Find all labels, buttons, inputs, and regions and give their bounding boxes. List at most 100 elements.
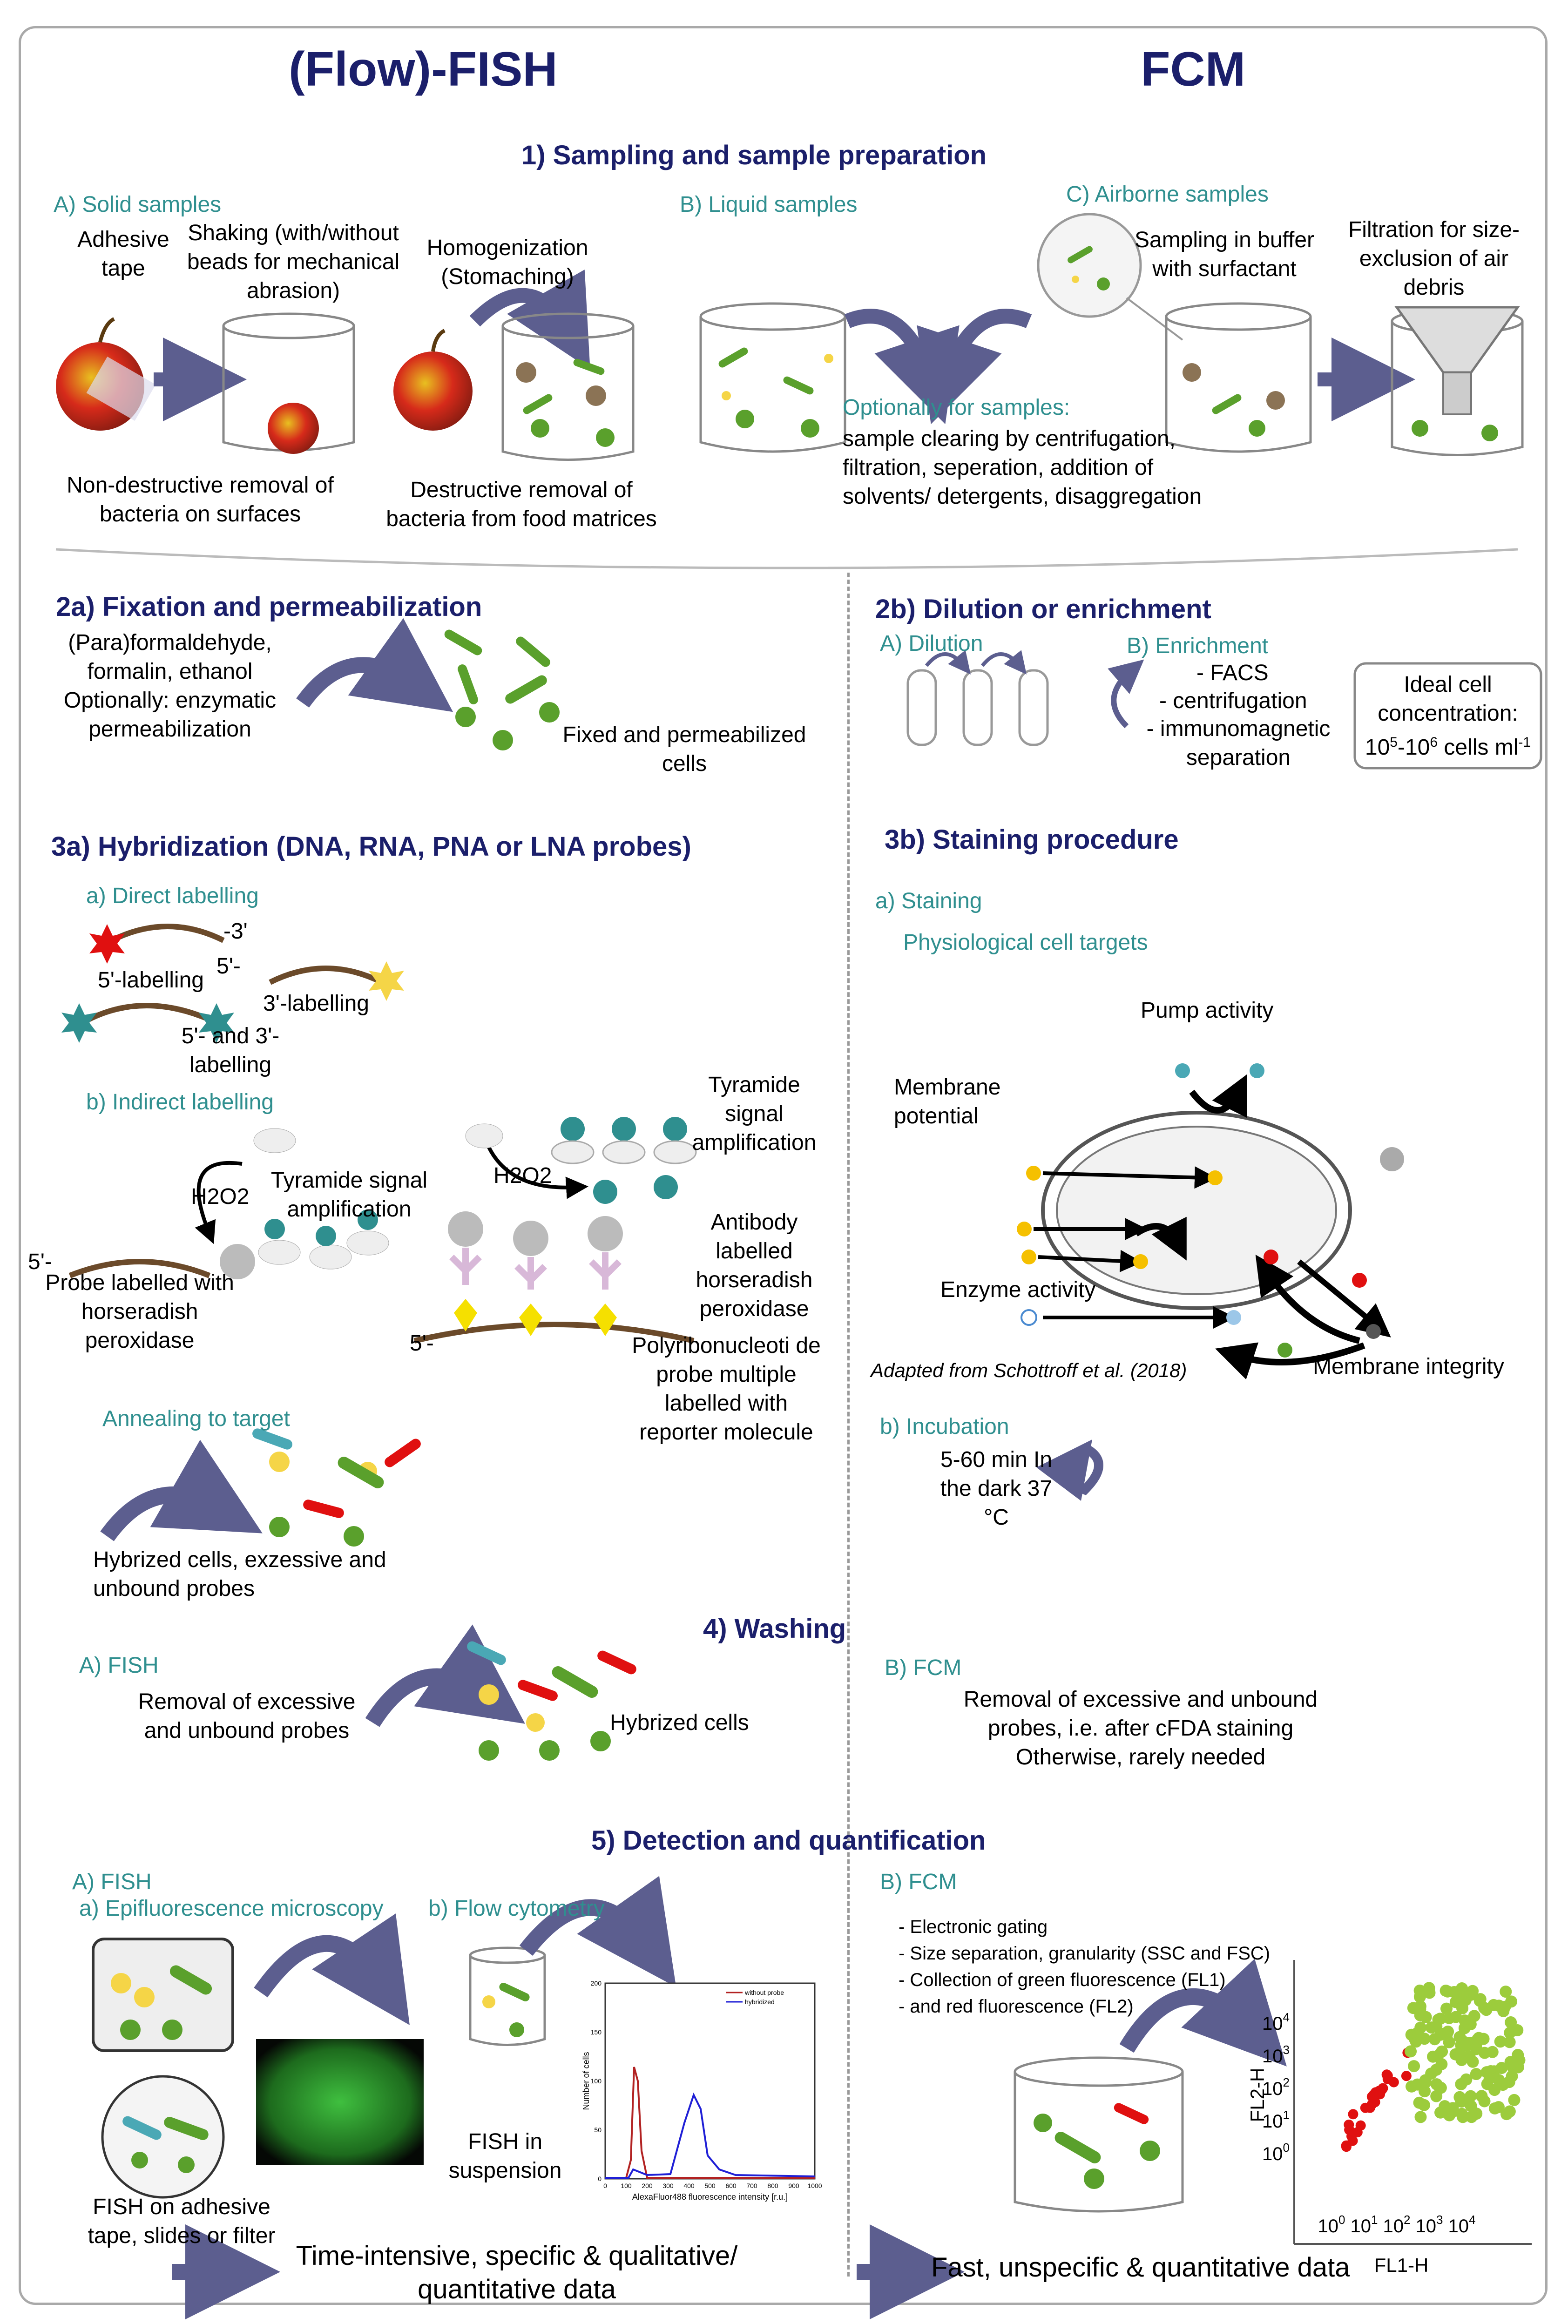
scatter-point-green <box>1408 2060 1420 2073</box>
airborne-samples-label: C) Airborne samples <box>1066 182 1269 207</box>
hybrized-cells-label-2: Hybrized cells <box>610 1710 749 1735</box>
scatter-point-green <box>1414 2000 1426 2013</box>
fcm-item-4: - and red fluorescence (FL2) <box>899 1996 1134 2017</box>
washing-fish-label: A) FISH <box>79 1653 159 1678</box>
histogram-xtick: 0 <box>603 2182 607 2189</box>
scatter-point-red <box>1348 2109 1358 2120</box>
column-divider <box>847 573 850 2277</box>
histogram-xtick: 500 <box>704 2182 716 2189</box>
homogenization-label: Homogenization (Stomaching) <box>426 236 588 289</box>
section1-separator <box>55 548 1518 569</box>
section1-title: 1) Sampling and sample preparation <box>521 140 987 170</box>
scatter-point-red <box>1360 2102 1371 2113</box>
beaker-icon <box>501 312 635 461</box>
bacteria-cluster <box>444 629 560 750</box>
washing-arrow <box>365 1624 525 1727</box>
section4-title: 4) Washing <box>703 1614 846 1644</box>
fixed-cells-label: Fixed and permeabilized cells <box>562 723 806 776</box>
scatter-point-green <box>1468 2010 1480 2022</box>
scatter-point-green <box>1512 2061 1524 2074</box>
scatter-point-green <box>1419 2074 1432 2087</box>
histogram-xtick: 100 <box>621 2182 632 2189</box>
scatter-point-green <box>1497 2005 1510 2017</box>
scatter-point-green <box>1443 2109 1456 2121</box>
scatter-point-green <box>1418 2099 1430 2111</box>
epifluorescence-label: a) Epifluorescence microscopy <box>79 1896 384 1921</box>
scatter-point-green <box>1413 1991 1426 2003</box>
enrich-facs: - FACS <box>1196 661 1269 685</box>
adhesive-tape-icon <box>101 2075 225 2199</box>
direct-labelling-label: a) Direct labelling <box>86 884 259 908</box>
hybrized-cells-label: Hybrized cells, exzessive and unbound pr… <box>93 1547 386 1601</box>
histogram-ytick: 150 <box>591 2028 602 2036</box>
scatter-point-green <box>1494 2035 1507 2048</box>
legend-hybridized: hybridized <box>745 1998 775 2006</box>
enzyme-activity-label: Enzyme activity <box>940 1277 1096 1302</box>
outer-frame <box>19 26 1548 2305</box>
section3a-title: 3a) Hybridization (DNA, RNA, PNA or LNA … <box>51 831 691 862</box>
incubation-icon <box>1036 1439 1103 1501</box>
scatter-point-red <box>1388 2077 1399 2088</box>
scatter-ytick: 100 <box>1262 2141 1290 2164</box>
scatter-point-green <box>1460 2073 1473 2086</box>
histogram-series-hybridized <box>605 2092 815 2179</box>
section2a-title: 2a) Fixation and permeabilization <box>56 592 482 622</box>
scatter-point-green <box>1500 1986 1512 1998</box>
detection-fish-label: A) FISH <box>72 1870 152 1894</box>
airborne-magnifier-icon <box>1037 213 1183 341</box>
histogram-xtick: 1000 <box>807 2182 822 2189</box>
fixation-reagents: (Para)formaldehyde, formalin, ethanol Op… <box>63 630 277 742</box>
histogram-xtick: 200 <box>642 2182 653 2189</box>
tyramide-label-1: Tyramide signal amplification <box>270 1168 428 1222</box>
enrich-centrifugation: - centrifugation <box>1159 689 1307 713</box>
fcm-item-2: - Size separation, granularity (SSC and … <box>899 1943 1271 1964</box>
suspension-tube-icon <box>469 1946 546 2046</box>
nondestructive-label: Non-destructive removal of bacteria on s… <box>67 473 334 527</box>
legend-without: without probe <box>744 1989 784 1996</box>
apple-icon <box>56 317 156 431</box>
scatter-point-green <box>1443 2036 1455 2048</box>
membrane-potential-label: Membrane potential <box>894 1075 1001 1128</box>
buffer-label: Sampling in buffer with surfactant <box>1134 228 1314 281</box>
destructive-label: Destructive removal of bacteria from foo… <box>386 478 657 531</box>
apple-icon <box>393 329 473 431</box>
both-labelling: 5'- and 3'- labelling <box>181 1024 280 1077</box>
microscopy-image <box>256 2039 424 2165</box>
fcm-item-1: - Electronic gating <box>899 1917 1048 1937</box>
washing-fcm-label: B) FCM <box>885 1655 962 1680</box>
histogram-ytick: 200 <box>591 1979 602 1987</box>
histogram-xtick: 800 <box>767 2182 778 2189</box>
scatter-point-green <box>1470 2068 1482 2081</box>
right-summary: Fast, unspecific & quantitative data <box>931 2252 1350 2283</box>
section3b-title: 3b) Staining procedure <box>885 824 1179 855</box>
scatter-xtick: 103 <box>1416 2213 1443 2236</box>
scatter-xtick: 101 <box>1351 2213 1378 2236</box>
histogram-xtick: 700 <box>746 2182 757 2189</box>
scatter-point-red <box>1341 2142 1352 2152</box>
scatter-point-red <box>1401 2071 1412 2081</box>
beaker-icon <box>222 312 355 454</box>
scatter-point-green <box>1495 2061 1508 2074</box>
washed-cells-cluster <box>467 1641 636 1761</box>
left-header: (Flow)-FISH <box>289 42 558 96</box>
liquid-samples-label: B) Liquid samples <box>680 192 858 217</box>
scatter-point-green <box>1442 2025 1454 2038</box>
fish-adhesive-label: FISH on adhesive tape, slides or filter <box>88 2195 276 2248</box>
targets-label: Physiological cell targets <box>903 930 1148 955</box>
scatter-point-green <box>1505 2016 1517 2029</box>
scatter-point-green <box>1504 2027 1516 2039</box>
scatter-point-red <box>1368 2089 1379 2100</box>
five-prime-label-3: 5'- <box>410 1331 434 1356</box>
dilution-tubes-icon <box>906 650 1049 746</box>
shaking-label: Shaking (with/without beads for mechanic… <box>187 221 400 303</box>
scatter-point-green <box>1430 2078 1443 2091</box>
probe-hrp-label: Probe labelled with horseradish peroxida… <box>45 1270 234 1353</box>
scatter-point-green <box>1503 2036 1516 2048</box>
membrane-integrity-label: Membrane integrity <box>1313 1354 1504 1379</box>
histogram-ytick: 0 <box>598 2175 602 2182</box>
histogram-xtick: 900 <box>788 2182 799 2189</box>
scatter-point-green <box>1432 2013 1445 2026</box>
filtration-label: Filtration for size-exclusion of air deb… <box>1348 217 1520 300</box>
cell-diagram <box>1017 1063 1404 1380</box>
